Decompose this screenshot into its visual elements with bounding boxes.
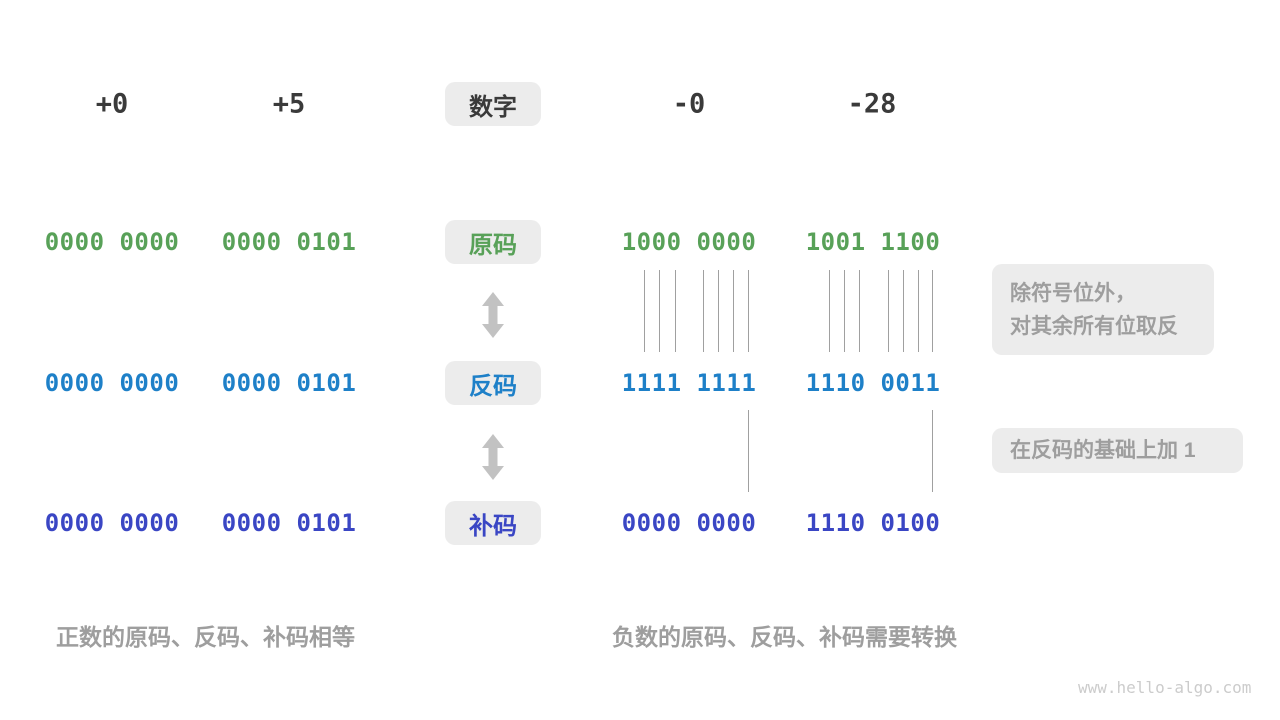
add-one-note: 在反码的基础上加 1	[992, 428, 1243, 473]
bit-line	[918, 270, 919, 352]
bit-line	[932, 270, 933, 352]
header-value-minus0: -0	[672, 88, 706, 120]
ones-complement-value-plus5: 0000 0101	[221, 369, 357, 397]
sign-magnitude-label-box: 原码	[445, 220, 541, 264]
sign-magnitude-value-minus28: 1001 1100	[805, 228, 941, 256]
invert-bits-note: 除符号位外， 对其余所有位取反	[992, 264, 1214, 355]
header-value-minus28: -28	[847, 88, 897, 120]
header-value-plus0: +0	[95, 88, 129, 120]
bit-line	[903, 270, 904, 352]
twos-complement-label-box: 补码	[445, 501, 541, 545]
twos-complement-value-minus0: 0000 0000	[621, 509, 757, 537]
ones-complement-value-minus0: 1111 1111	[621, 369, 757, 397]
invert-bits-note-line2: 对其余所有位取反	[1010, 314, 1178, 338]
watermark: www.hello-algo.com	[1078, 678, 1252, 697]
ones-complement-value-plus0: 0000 0000	[44, 369, 180, 397]
bit-line	[859, 270, 860, 352]
header-value-plus5: +5	[272, 88, 306, 120]
number-label-box: 数字	[445, 82, 541, 126]
twos-complement-value-plus0: 0000 0000	[44, 509, 180, 537]
bit-line	[829, 270, 830, 352]
updown-arrow-icon	[480, 292, 506, 338]
bit-line	[932, 410, 933, 492]
bit-line	[703, 270, 704, 352]
updown-arrow-icon	[480, 434, 506, 480]
ones-complement-label-box: 反码	[445, 361, 541, 405]
twos-complement-value-minus28: 1110 0100	[805, 509, 941, 537]
bit-line	[748, 270, 749, 352]
bit-line	[644, 270, 645, 352]
sign-magnitude-value-minus0: 1000 0000	[621, 228, 757, 256]
negative-numbers-caption: 负数的原码、反码、补码需要转换	[612, 624, 957, 650]
twos-complement-value-plus5: 0000 0101	[221, 509, 357, 537]
bit-line	[718, 270, 719, 352]
bit-line	[733, 270, 734, 352]
invert-bits-note-line1: 除符号位外，	[1010, 281, 1136, 305]
bit-line	[675, 270, 676, 352]
bit-line	[748, 410, 749, 492]
ones-complement-value-minus28: 1110 0011	[805, 369, 941, 397]
bit-line	[844, 270, 845, 352]
bit-line	[659, 270, 660, 352]
bit-line	[888, 270, 889, 352]
sign-magnitude-value-plus0: 0000 0000	[44, 228, 180, 256]
positive-numbers-caption: 正数的原码、反码、补码相等	[56, 624, 355, 650]
sign-magnitude-value-plus5: 0000 0101	[221, 228, 357, 256]
